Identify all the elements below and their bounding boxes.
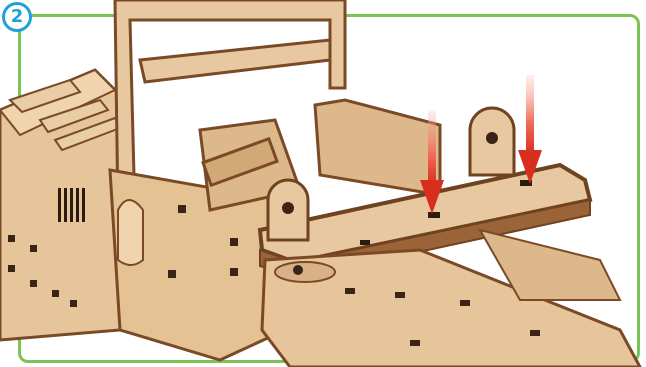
step-number-badge: 2 (2, 2, 32, 32)
seat-frames (200, 100, 440, 210)
